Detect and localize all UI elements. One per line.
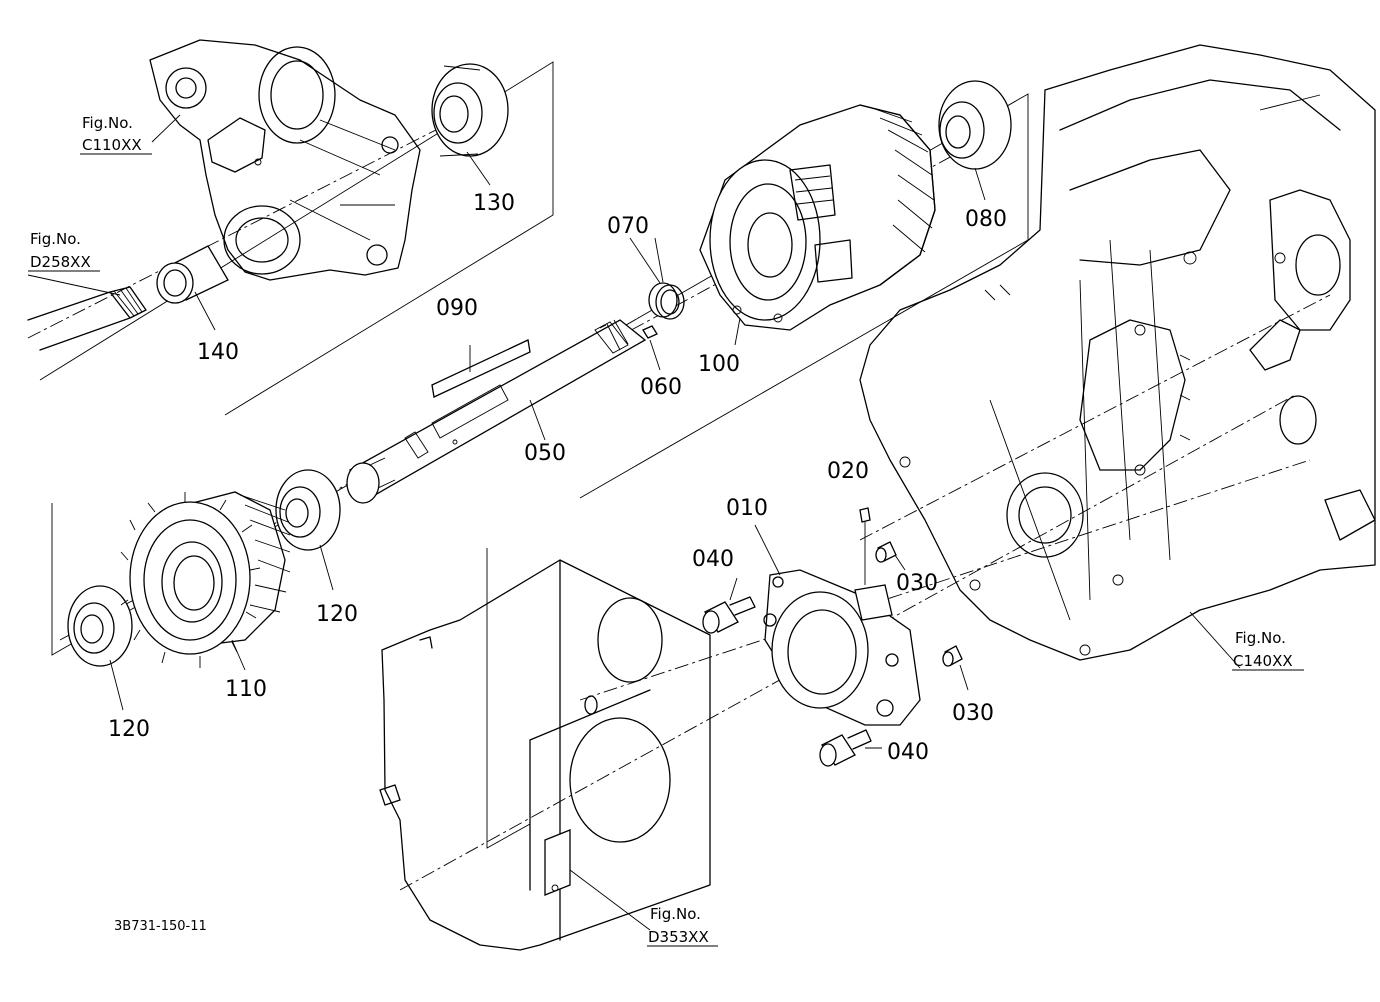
part-label-110: 110 bbox=[225, 677, 267, 702]
leader-lines bbox=[27, 114, 1241, 931]
group-frame-upper bbox=[39, 61, 554, 416]
fig-ref-title: Fig.No. bbox=[30, 230, 81, 248]
part-label-070: 070 bbox=[607, 214, 649, 239]
part-label-120-upper: 120 bbox=[316, 602, 358, 627]
part-label-020: 020 bbox=[827, 459, 869, 484]
bearing-120-upper bbox=[275, 469, 341, 551]
fig-ref-code: C110XX bbox=[82, 136, 142, 154]
snap-rings-070 bbox=[648, 282, 685, 320]
bushing-140 bbox=[156, 245, 229, 304]
fig-ref-code: D353XX bbox=[648, 928, 709, 946]
bearing-120-lower bbox=[67, 585, 133, 667]
input-shaft-end bbox=[27, 286, 147, 351]
part-label-040-upper: 040 bbox=[692, 547, 734, 572]
clutch-assembly-100 bbox=[699, 104, 936, 331]
dowel-pin-030-upper bbox=[875, 541, 897, 563]
part-label-090: 090 bbox=[436, 296, 478, 321]
fig-ref-c110: Fig.No. C110XX bbox=[80, 114, 152, 155]
bearing-080 bbox=[938, 80, 1012, 170]
front-housing-casting bbox=[149, 39, 421, 281]
part-label-030-lower: 030 bbox=[952, 701, 994, 726]
fig-ref-d258: Fig.No. D258XX bbox=[28, 230, 100, 272]
part-label-030-upper: 030 bbox=[896, 571, 938, 596]
key-090 bbox=[431, 339, 531, 398]
part-label-140: 140 bbox=[197, 340, 239, 365]
part-label-010: 010 bbox=[726, 496, 768, 521]
bolt-040-upper bbox=[702, 596, 756, 634]
gear-110 bbox=[120, 491, 291, 668]
part-label-060: 060 bbox=[640, 375, 682, 400]
diagram-code: 3B731-150-11 bbox=[114, 919, 207, 934]
fig-ref-title: Fig.No. bbox=[650, 905, 701, 923]
part-label-130: 130 bbox=[473, 191, 515, 216]
bearing-130 bbox=[431, 63, 509, 157]
part-label-050: 050 bbox=[524, 441, 566, 466]
fig-ref-code: C140XX bbox=[1233, 652, 1293, 670]
fig-ref-d353: Fig.No. D353XX bbox=[647, 905, 718, 947]
fig-ref-c140: Fig.No. C140XX bbox=[1232, 629, 1304, 671]
part-label-120-lower: 120 bbox=[108, 717, 150, 742]
part-label-040-lower: 040 bbox=[887, 740, 929, 765]
gear-case-casting bbox=[859, 44, 1376, 661]
fig-ref-title: Fig.No. bbox=[82, 114, 133, 132]
pin-060 bbox=[642, 325, 658, 339]
group-frame-shaft bbox=[51, 93, 1029, 656]
shaft-050 bbox=[346, 319, 647, 504]
group-frame-lower bbox=[486, 548, 531, 849]
fig-ref-code: D258XX bbox=[30, 253, 91, 271]
part-label-080: 080 bbox=[965, 207, 1007, 232]
dowel-pin-030-lower bbox=[942, 645, 963, 667]
part-label-100: 100 bbox=[698, 352, 740, 377]
plug-020 bbox=[859, 507, 871, 585]
bolt-040-lower bbox=[819, 729, 872, 767]
fig-ref-title: Fig.No. bbox=[1235, 629, 1286, 647]
cover-plate bbox=[379, 559, 711, 951]
bearing-holder-010 bbox=[763, 569, 921, 726]
